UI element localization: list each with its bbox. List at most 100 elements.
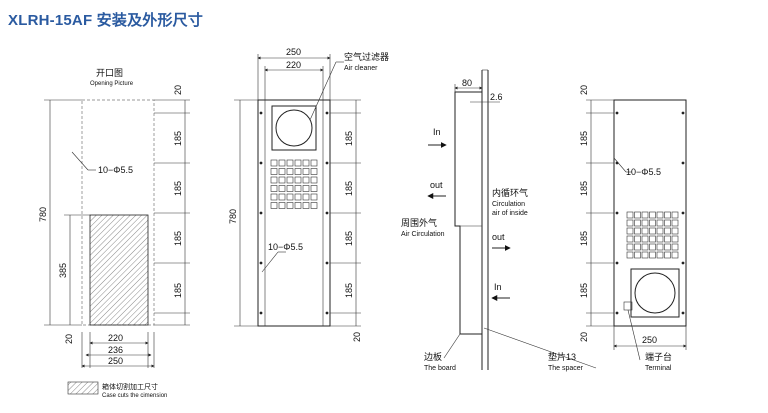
vent-slot (656, 251, 664, 259)
opening-dim-w1: 220 (108, 333, 123, 343)
legend-en: Case cuts the cimension (102, 393, 167, 399)
vent-slot (302, 185, 310, 192)
vent-slot (286, 168, 294, 175)
back-dim-seg-4: 185 (579, 283, 589, 298)
vent-slot (664, 235, 671, 243)
mount-hole (325, 211, 329, 215)
vent-slot (664, 251, 671, 259)
back-terminal-en: Terminal (645, 365, 672, 372)
front-dim-seg-4: 185 (344, 283, 354, 298)
vent-slot (649, 227, 656, 235)
vent-slot (294, 185, 302, 192)
cutout-hatched (89, 214, 149, 326)
front-dim-bottom: 20 (352, 332, 362, 342)
vent-slot (634, 219, 641, 227)
opening-dim-seg-4: 185 (173, 283, 183, 298)
back-vent-grid (626, 211, 679, 259)
vent-slot (671, 219, 679, 227)
mount-hole (325, 111, 329, 115)
back-holes-label: 10−Φ5.5 (626, 167, 661, 177)
vent-slot (286, 159, 294, 167)
side-body (454, 91, 482, 335)
mount-hole (325, 261, 329, 265)
mount-hole (681, 111, 685, 115)
side-dim-depth: 80 (462, 78, 472, 88)
back-dim-seg-2: 185 (579, 181, 589, 196)
vent-slot (634, 251, 641, 259)
mount-hole (681, 211, 685, 215)
vent-slot (278, 176, 286, 184)
vent-slot (278, 159, 286, 167)
side-inner-cn: 内循环气 (492, 187, 528, 198)
vent-slot (286, 176, 294, 184)
side-out-1: out (430, 180, 443, 190)
vent-slot (656, 227, 664, 235)
side-board-en: The board (424, 365, 456, 372)
side-outer-cn: 周围外气 (401, 217, 437, 228)
side-inner-en-2: air of inside (492, 210, 528, 217)
opening-view: 开口图 Opening Picture 780 385 20 185 185 1… (38, 68, 190, 399)
vent-slot (656, 219, 664, 227)
opening-dim-cut: 385 (58, 263, 68, 278)
back-dim-top: 20 (579, 85, 589, 95)
vent-slot (656, 235, 664, 243)
vent-slot (626, 235, 634, 243)
mount-hole (325, 161, 329, 165)
vent-slot (649, 251, 656, 259)
front-view: 250 220 空气过滤器 Air cleaner 780 10−Φ5.5 18… (228, 47, 389, 342)
side-inner-en-1: Circulation (492, 201, 525, 208)
legend-cn: 箱体切割加工尺寸 (102, 382, 158, 391)
side-in-2: In (494, 282, 502, 292)
mount-hole (259, 311, 263, 315)
back-dim-seg-3: 185 (579, 231, 589, 246)
vent-slot (286, 202, 294, 209)
side-dim-offset: 2.6 (490, 92, 503, 102)
vent-slot (310, 176, 318, 184)
vent-slot (310, 202, 318, 209)
back-dim-seg-1: 185 (579, 131, 589, 146)
vent-slot (641, 235, 649, 243)
vent-slot (656, 211, 664, 219)
mount-hole (681, 311, 685, 315)
mount-hole (615, 211, 619, 215)
vent-slot (310, 185, 318, 192)
vent-slot (664, 227, 671, 235)
air-cleaner-box (271, 105, 317, 151)
mount-hole (259, 211, 263, 215)
vent-slot (310, 159, 318, 167)
opening-holes-label: 10−Φ5.5 (98, 165, 133, 175)
side-board-cn: 边板 (424, 351, 442, 362)
vent-slot (286, 185, 294, 192)
side-in-1: In (433, 127, 441, 137)
front-holes-label: 10−Φ5.5 (268, 242, 303, 252)
vent-slot (626, 219, 634, 227)
vent-slot (641, 251, 649, 259)
vent-slot (664, 219, 671, 227)
vent-slot (626, 211, 634, 219)
vent-slot (294, 193, 302, 201)
mount-hole (615, 311, 619, 315)
back-view: 20 185 185 185 185 20 10−Φ5.5 250 端子台 Te… (579, 85, 687, 372)
front-dim-seg-3: 185 (344, 231, 354, 246)
mount-hole (259, 261, 263, 265)
vent-slot (302, 193, 310, 201)
vent-slot (634, 235, 641, 243)
vent-slot (641, 243, 649, 251)
side-spacer-en: The spacer (548, 365, 584, 372)
vent-slot (671, 251, 679, 259)
legend-swatch (67, 381, 99, 395)
vent-slot (270, 202, 278, 209)
vent-slot (302, 159, 310, 167)
vent-slot (270, 185, 278, 192)
front-body (257, 99, 331, 327)
vent-slot (278, 168, 286, 175)
opening-dim-w2: 236 (108, 345, 123, 355)
vent-slot (302, 202, 310, 209)
front-dim-w-outer: 250 (286, 47, 301, 57)
front-dim-w-inner: 220 (286, 60, 301, 70)
front-dim-height: 780 (228, 209, 238, 224)
vent-slot (626, 251, 634, 259)
vent-slot (641, 227, 649, 235)
vent-slot (641, 219, 649, 227)
